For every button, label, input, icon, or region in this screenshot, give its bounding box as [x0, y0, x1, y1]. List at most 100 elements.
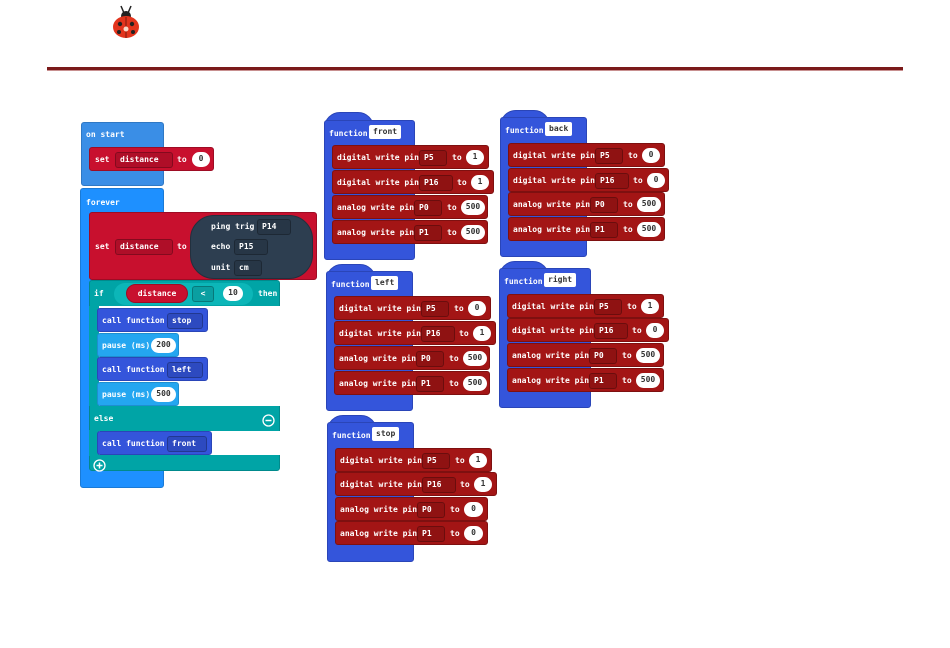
digital-write-pin-block[interactable]: digital write pin P16 to 0	[507, 318, 669, 342]
function-name-field[interactable]: front	[369, 125, 402, 139]
digital-write-pin-block[interactable]: digital write pin P5 to 0	[334, 296, 491, 320]
value-input[interactable]: 1	[466, 150, 484, 165]
unit-dropdown[interactable]: cm	[234, 260, 262, 276]
function-name-field[interactable]: left	[371, 276, 399, 290]
function-name-field[interactable]: right	[544, 273, 577, 287]
pin-dropdown[interactable]: P16	[421, 326, 455, 342]
to-keyword: to	[628, 151, 638, 160]
digital-write-label: digital write pin	[512, 326, 594, 335]
pin-dropdown[interactable]: P1	[590, 222, 618, 238]
analog-write-label: analog write pin	[339, 379, 417, 388]
pin-dropdown[interactable]: P1	[589, 373, 617, 389]
value-input[interactable]: 0	[647, 173, 665, 188]
pin-dropdown[interactable]: P5	[419, 150, 447, 166]
function-name-dropdown[interactable]: stop	[167, 313, 203, 329]
call-function-left-block[interactable]: call function left	[97, 357, 208, 381]
pin-dropdown[interactable]: P0	[414, 200, 442, 216]
pin-dropdown[interactable]: P1	[414, 225, 442, 241]
echo-pin-dropdown[interactable]: P15	[234, 239, 268, 255]
digital-write-pin-block[interactable]: digital write pin P5 to 0	[508, 143, 665, 167]
pin-dropdown[interactable]: P16	[419, 175, 453, 191]
digital-write-label: digital write pin	[512, 302, 594, 311]
function-name-field[interactable]: back	[545, 122, 573, 136]
value-input[interactable]: 500	[463, 351, 487, 366]
value-input[interactable]: 0	[468, 301, 486, 316]
pin-dropdown[interactable]: P1	[416, 376, 444, 392]
to-keyword: to	[459, 329, 469, 338]
function-name-dropdown[interactable]: left	[167, 362, 203, 378]
pause-value-input[interactable]: 500	[151, 387, 176, 402]
value-input[interactable]: 500	[636, 373, 660, 388]
pin-dropdown[interactable]: P16	[595, 173, 629, 189]
function-keyword: function	[329, 129, 368, 138]
set-distance-block[interactable]: set distance to 0	[89, 147, 214, 171]
pin-dropdown[interactable]: P5	[422, 453, 450, 469]
variable-dropdown[interactable]: distance	[115, 152, 173, 168]
value-input[interactable]: 500	[636, 348, 660, 363]
pin-dropdown[interactable]: P0	[417, 502, 445, 518]
function-keyword: function	[505, 126, 544, 135]
value-input[interactable]: 500	[461, 225, 485, 240]
pin-dropdown[interactable]: P5	[421, 301, 449, 317]
value-input[interactable]: 1	[641, 299, 659, 314]
pin-dropdown[interactable]: P5	[595, 148, 623, 164]
digital-write-pin-block[interactable]: digital write pin P16 to 0	[508, 168, 669, 192]
pause-value-input[interactable]: 200	[151, 338, 176, 353]
analog-write-pin-block[interactable]: analog write pin P1 to 500	[507, 368, 664, 392]
minus-circle-icon[interactable]	[262, 412, 275, 427]
call-function-stop-block[interactable]: call function stop	[97, 308, 208, 332]
analog-write-pin-block[interactable]: analog write pin P1 to 500	[508, 217, 665, 241]
digital-write-pin-block[interactable]: digital write pin P5 to 1	[335, 448, 492, 472]
digital-write-pin-block[interactable]: digital write pin P16 to 1	[335, 472, 497, 496]
analog-write-pin-block[interactable]: analog write pin P0 to 500	[508, 192, 665, 216]
trig-pin-dropdown[interactable]: P14	[257, 219, 291, 235]
value-input[interactable]: 0	[192, 152, 210, 167]
value-input[interactable]: 500	[637, 222, 661, 237]
analog-write-pin-block[interactable]: analog write pin P0 to 500	[332, 195, 488, 219]
value-input[interactable]: 0	[642, 148, 660, 163]
analog-write-pin-block[interactable]: analog write pin P0 to 0	[335, 497, 488, 521]
analog-write-label: analog write pin	[339, 354, 417, 363]
analog-write-label: analog write pin	[512, 351, 590, 360]
digital-write-label: digital write pin	[339, 329, 421, 338]
value-input[interactable]: 0	[646, 323, 664, 338]
value-input[interactable]: 500	[461, 200, 485, 215]
forever-label: forever	[86, 198, 120, 207]
value-input[interactable]: 1	[471, 175, 489, 190]
pin-dropdown[interactable]: P16	[594, 323, 628, 339]
analog-write-pin-block[interactable]: analog write pin P1 to 0	[335, 521, 488, 545]
threshold-input[interactable]: 10	[223, 286, 243, 301]
pin-dropdown[interactable]: P0	[589, 348, 617, 364]
analog-write-pin-block[interactable]: analog write pin P0 to 500	[507, 343, 664, 367]
distance-variable[interactable]: distance	[126, 284, 188, 303]
call-function-label: call function	[102, 365, 165, 374]
function-name-field[interactable]: stop	[372, 427, 400, 441]
analog-write-pin-block[interactable]: analog write pin P0 to 500	[334, 346, 490, 370]
function-name-dropdown[interactable]: front	[167, 436, 207, 452]
pause-block[interactable]: pause (ms) 500	[97, 382, 179, 406]
value-input[interactable]: 500	[637, 197, 661, 212]
pause-block[interactable]: pause (ms) 200	[97, 333, 179, 357]
value-input[interactable]: 500	[463, 376, 487, 391]
value-input[interactable]: 0	[464, 502, 483, 517]
pin-dropdown[interactable]: P5	[594, 299, 622, 315]
digital-write-pin-block[interactable]: digital write pin P16 to 1	[332, 170, 494, 194]
analog-write-pin-block[interactable]: analog write pin P1 to 500	[334, 371, 490, 395]
value-input[interactable]: 1	[473, 326, 491, 341]
call-function-front-block[interactable]: call function front	[97, 431, 212, 455]
pin-dropdown[interactable]: P0	[590, 197, 618, 213]
variable-dropdown[interactable]: distance	[115, 239, 173, 255]
pin-dropdown[interactable]: P1	[417, 526, 445, 542]
value-input[interactable]: 1	[469, 453, 487, 468]
operator-dropdown[interactable]: <	[192, 286, 214, 302]
sonar-ping-block[interactable]: ping trig P14 echo P15 unit cm	[190, 215, 313, 279]
value-input[interactable]: 1	[474, 477, 492, 492]
analog-write-pin-block[interactable]: analog write pin P1 to 500	[332, 220, 488, 244]
digital-write-pin-block[interactable]: digital write pin P5 to 1	[332, 145, 489, 169]
value-input[interactable]: 0	[464, 526, 483, 541]
digital-write-pin-block[interactable]: digital write pin P5 to 1	[507, 294, 664, 318]
plus-circle-icon[interactable]	[93, 457, 106, 472]
pin-dropdown[interactable]: P0	[416, 351, 444, 367]
pin-dropdown[interactable]: P16	[422, 477, 456, 493]
digital-write-pin-block[interactable]: digital write pin P16 to 1	[334, 321, 496, 345]
